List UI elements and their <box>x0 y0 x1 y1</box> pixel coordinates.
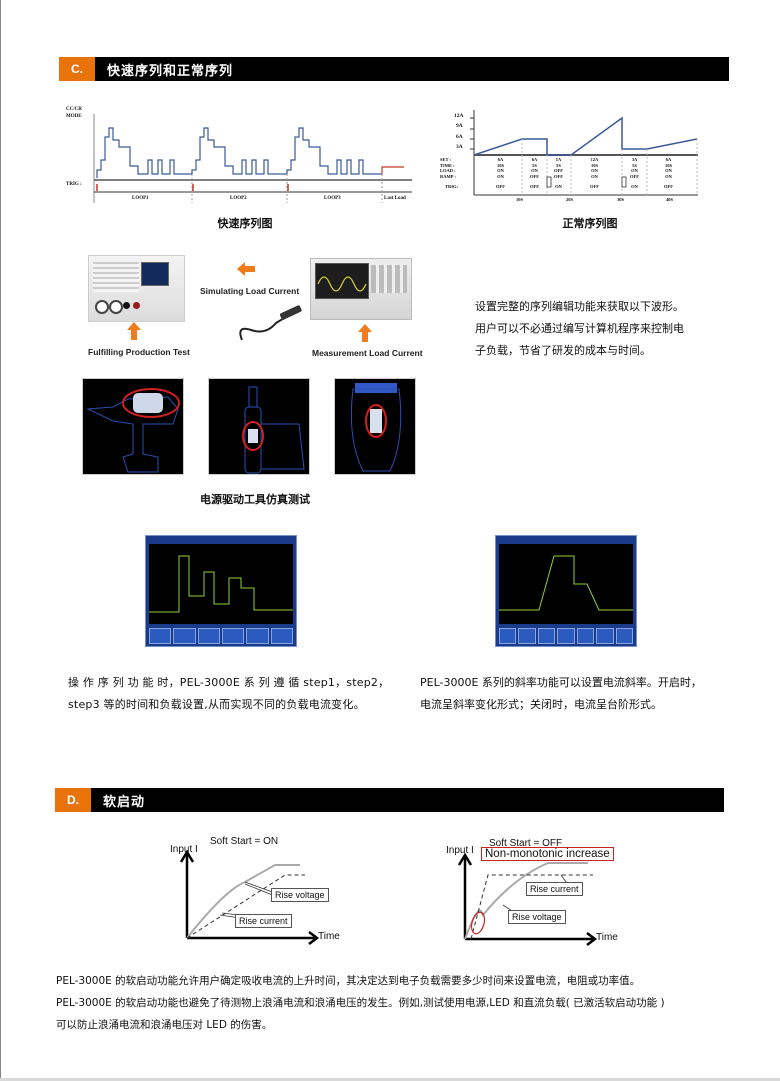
sequence-description: 设置完整的序列编辑功能来获取以下波形。 用户可以不必通过编写计算机程序来控制电 … <box>475 300 684 357</box>
loop2-label: LOOP2 <box>230 196 247 201</box>
on-rise-voltage-callout: Rise voltage <box>271 888 329 902</box>
non-monotonic-highlight: Non-monotonic increase <box>481 847 614 861</box>
scope-softkeys <box>149 628 293 644</box>
normal-sequence-caption: 正常序列图 <box>562 217 618 230</box>
section-d-letter: D. <box>55 788 91 812</box>
on-y-label: Input I <box>170 844 198 855</box>
off-x-label: Time <box>596 932 618 943</box>
measurement-load-label: Measurement Load Current <box>312 348 423 358</box>
section-d-header: D. 软启动 <box>55 788 724 812</box>
scope-step-screenshot <box>145 535 297 647</box>
terminal-icon <box>123 302 130 309</box>
y-tick-3a: 3A <box>456 144 463 150</box>
terminal-icon <box>133 302 140 309</box>
simulating-load-label: Simulating Load Current <box>200 286 300 296</box>
off-y-label: Input I <box>446 845 474 856</box>
toothbrush-photo <box>208 378 310 475</box>
tools-caption: 电源驱动工具仿真测试 <box>200 493 310 506</box>
oscilloscope-image <box>310 258 412 320</box>
fast-y-label-2: MODE <box>66 114 82 119</box>
production-test-label: Fulfilling Production Test <box>88 347 190 357</box>
loop3-label: LOOP3 <box>324 196 341 201</box>
last-load-label: Last Load <box>384 196 406 201</box>
y-tick-12a: 12A <box>454 113 464 119</box>
on-x-label: Time <box>318 931 340 942</box>
scope-softkeys <box>499 628 633 644</box>
ramp-description: PEL-3000E 系列的斜率功能可以设置电流斜率。开启时， 电流呈斜率变化形式… <box>420 676 702 711</box>
scope-screen <box>315 263 369 299</box>
off-rise-voltage-callout: Rise voltage <box>508 910 566 924</box>
terminal-icon <box>95 300 109 314</box>
terminal-icon <box>109 300 123 314</box>
y-tick-6a: 6A <box>456 134 463 140</box>
page-bottom-edge <box>0 1078 780 1081</box>
load-vent <box>93 262 139 292</box>
soft-start-off-title: Soft Start = OFF <box>489 838 563 849</box>
loop1-label: LOOP1 <box>132 196 149 201</box>
x-tick-10s: 10S <box>516 197 524 202</box>
x-tick-20s: 20S <box>566 197 574 202</box>
fast-sequence-caption: 快速序列图 <box>217 217 273 230</box>
row-labels: SET : TIME : LOAD : RAMP : TRIG: <box>440 157 459 189</box>
fast-sequence-diagram: CC/CR MODE TRIG : LOOP1 LOOP2 LOOP3 Last… <box>62 100 422 210</box>
shaver-photo <box>334 378 416 475</box>
x-tick-40s: 40S <box>666 197 674 202</box>
section-c-header: C. 快速序列和正常序列 <box>59 57 729 81</box>
electronic-load-image <box>88 255 185 322</box>
soft-start-off-chart: Soft Start = OFF Non-monotonic increase … <box>443 833 643 953</box>
load-display <box>141 262 169 286</box>
soft-start-on-title: Soft Start = ON <box>210 836 279 847</box>
normal-sequence-waveform <box>470 110 698 196</box>
soft-start-paragraph: PEL-3000E 的软启动功能允许用户确定吸收电流的上升时间，其决定达到电子负… <box>56 975 665 1031</box>
scope-keys <box>371 265 407 293</box>
section-c-title: 快速序列和正常序列 <box>107 63 234 79</box>
scope-ramp-screen <box>499 544 633 624</box>
step-description: 操 作 序 列 功 能 时，PEL-3000E 系 列 遵 循 step1，st… <box>68 676 390 711</box>
arrow-left-icon <box>237 262 255 276</box>
fast-trig-label: TRIG : <box>66 182 82 187</box>
arrow-up-icon <box>127 322 141 340</box>
fast-y-label-1: CC/CR <box>66 107 82 112</box>
arrow-up-icon <box>358 324 372 342</box>
off-rise-current-callout: Rise current <box>526 882 583 896</box>
fast-sequence-waveform <box>93 114 412 203</box>
soft-start-on-chart: Soft Start = ON Input I Time Rise voltag… <box>165 830 365 950</box>
normal-sequence-diagram: 12A 9A 6A 3A SET : TIME : LOAD : RAMP : … <box>440 105 710 205</box>
page-edge <box>0 0 1 1078</box>
section-c-letter: C. <box>59 57 95 81</box>
current-probe-image <box>239 305 302 341</box>
section-d-title: 软启动 <box>103 794 146 810</box>
scope-step-screen <box>149 544 293 624</box>
x-tick-30s: 30S <box>617 197 625 202</box>
scope-ramp-screenshot <box>495 535 637 647</box>
y-tick-9a: 9A <box>456 123 463 129</box>
drill-photo <box>82 378 184 475</box>
on-rise-current-callout: Rise current <box>235 914 292 928</box>
